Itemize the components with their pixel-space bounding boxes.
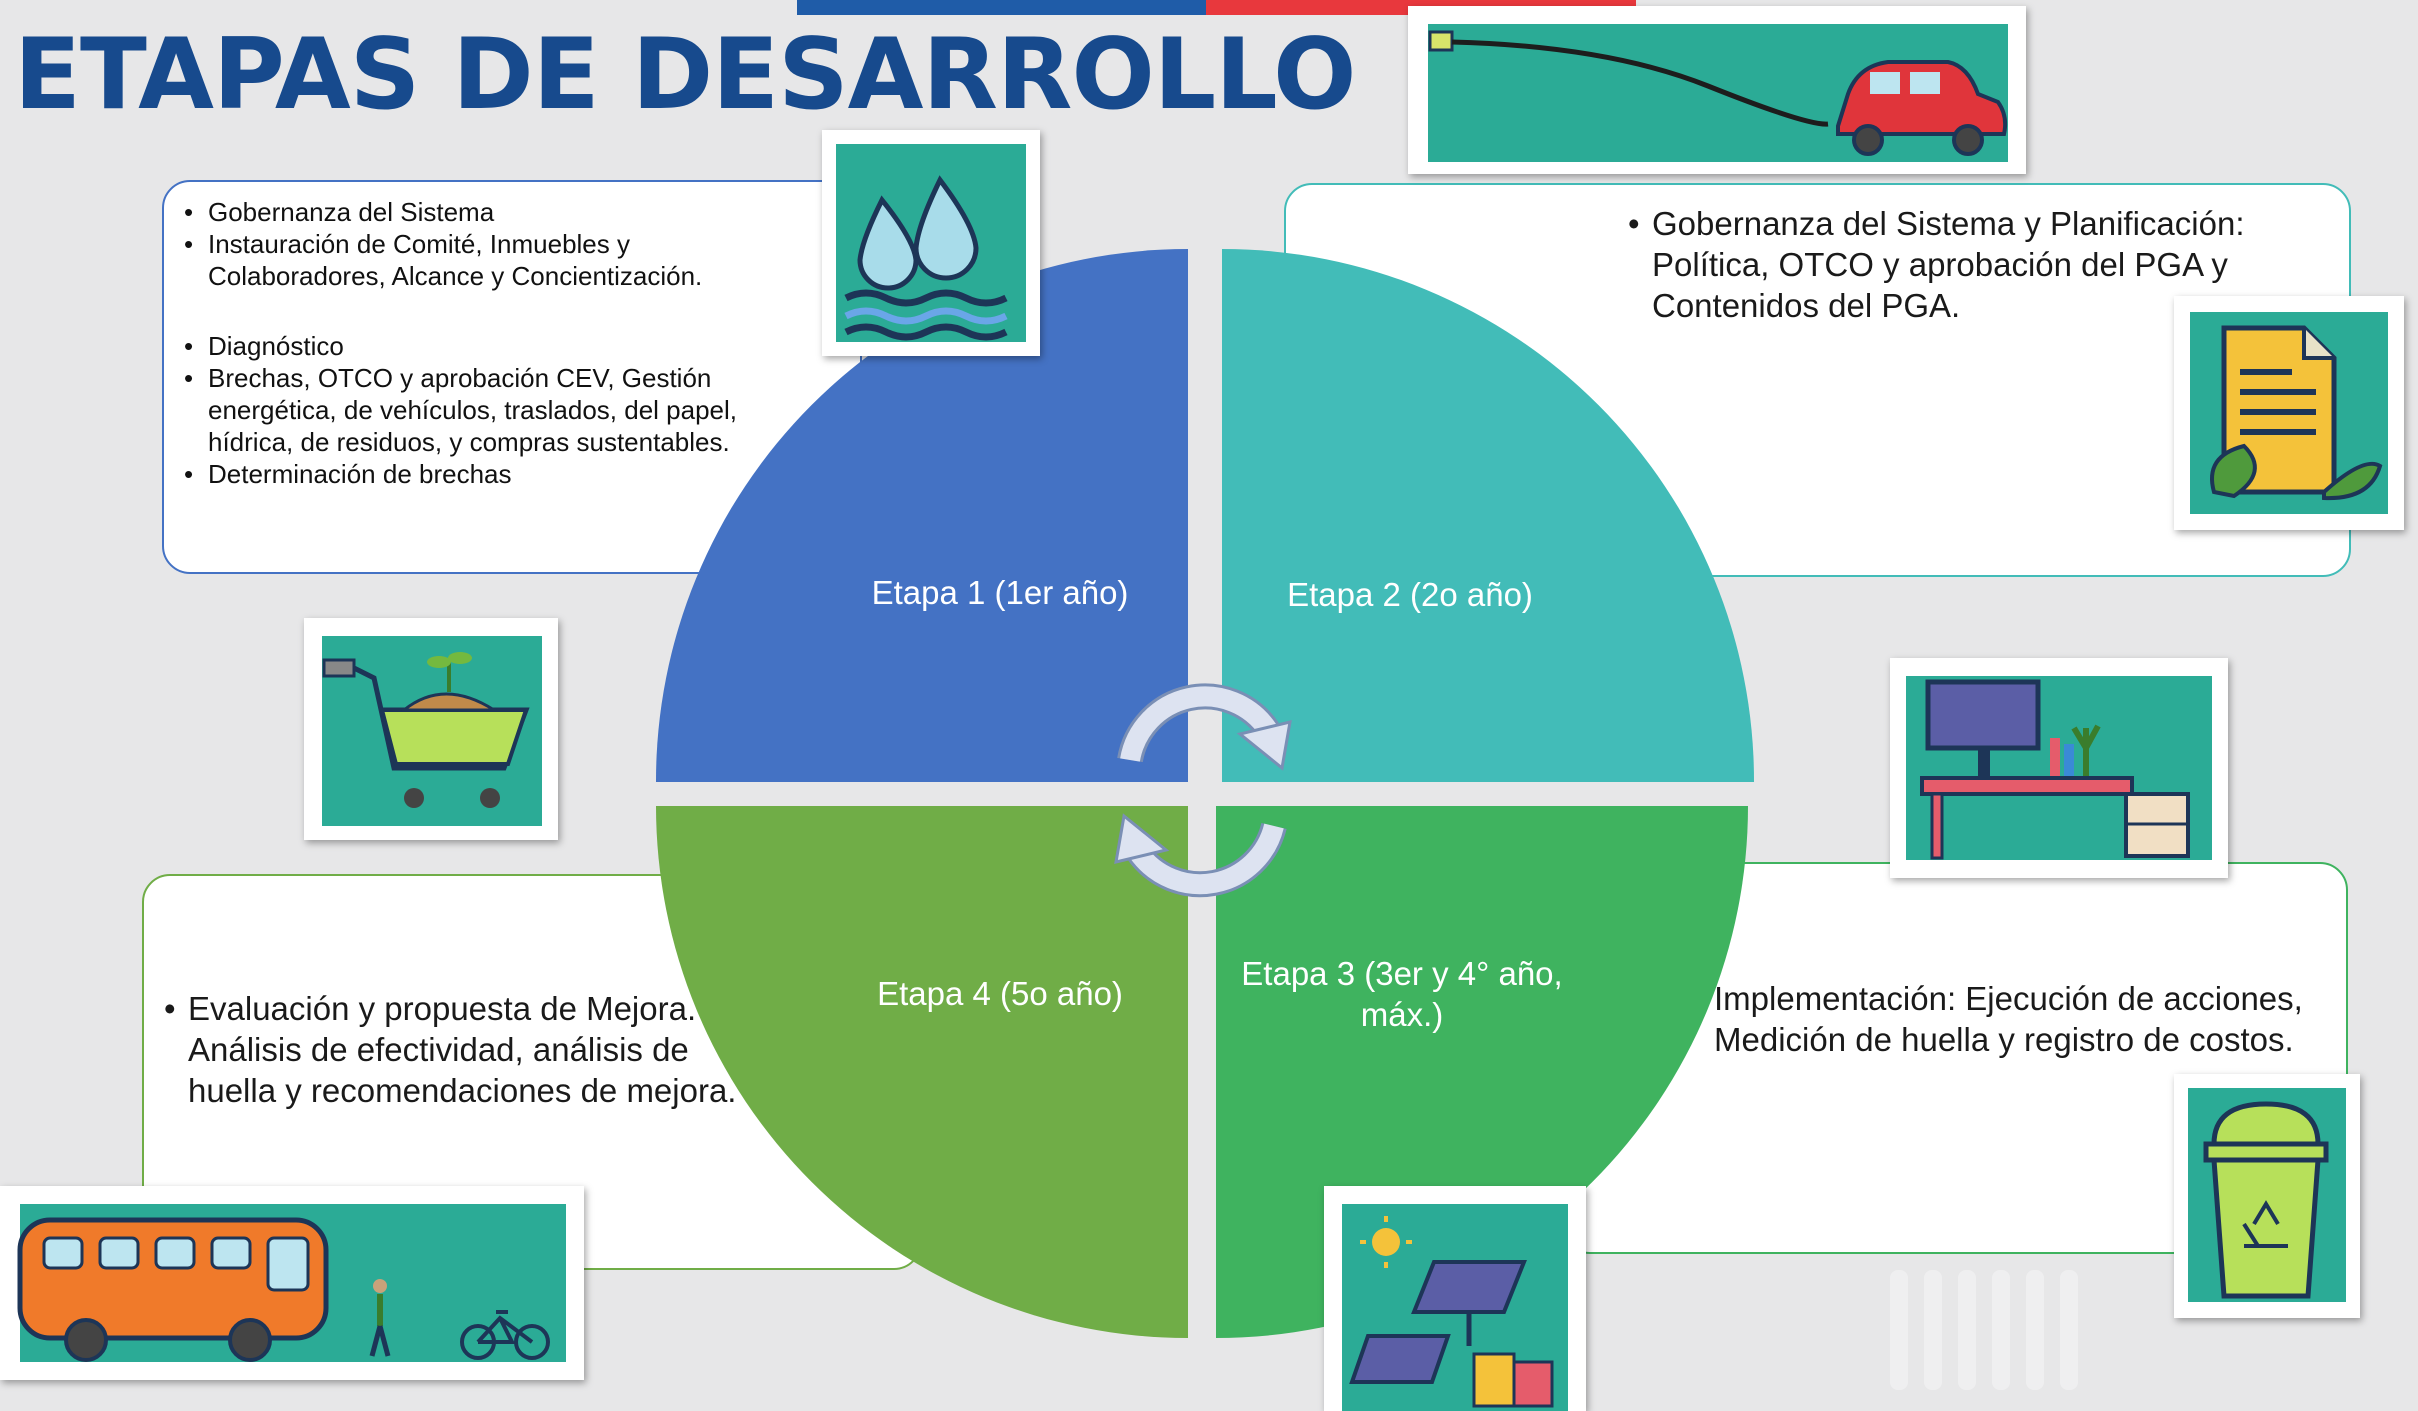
stage1-item: Instauración de Comité, Inmuebles y Cola… bbox=[180, 228, 728, 292]
stage1-item: Brechas, OTCO y aprobación CEV, Gestión … bbox=[180, 362, 768, 458]
stage1-item: Determinación de brechas bbox=[180, 458, 840, 490]
recycle-bin-icon bbox=[2188, 1088, 2346, 1302]
stage3-label: Etapa 3 (3er y 4° año, bbox=[1241, 955, 1562, 992]
page-title: ETAPAS DE DESARROLLO bbox=[14, 18, 1356, 132]
stage1-item: Diagnóstico bbox=[180, 330, 840, 362]
stage1-segment bbox=[655, 249, 1188, 782]
stage2-segment bbox=[1222, 249, 1755, 782]
stage1-item: Gobernanza del Sistema bbox=[180, 196, 840, 228]
stage1-description-box: Gobernanza del Sistema Instauración de C… bbox=[162, 180, 862, 574]
stage4-label: Etapa 4 (5o año) bbox=[877, 975, 1123, 1012]
electric-car-icon bbox=[1428, 24, 2008, 162]
stage4-item: Evaluación y propuesta de Mejora. Anális… bbox=[160, 988, 748, 1111]
water-drops-icon bbox=[836, 144, 1026, 342]
document-leaf-icon bbox=[2190, 312, 2388, 514]
shopping-cart-picture bbox=[304, 618, 558, 840]
solar-panel-picture bbox=[1324, 1186, 1586, 1411]
flag-bar-blue bbox=[797, 0, 1206, 15]
electric-car-picture bbox=[1408, 6, 2026, 174]
stage3-text-line: Implementación: Ejecución de acciones, bbox=[1714, 980, 2303, 1017]
cycle-arrow-bottom bbox=[1114, 813, 1287, 898]
water-drops-picture bbox=[822, 130, 1040, 356]
watermark-logo bbox=[1890, 1270, 2078, 1390]
stage1-label: Etapa 1 (1er año) bbox=[872, 574, 1129, 611]
bus-bicycle-picture bbox=[0, 1186, 584, 1380]
recycle-bin-picture bbox=[2174, 1074, 2360, 1318]
stage3-text-line: Medición de huella y registro de costos. bbox=[1714, 1021, 2294, 1058]
document-leaf-picture bbox=[2174, 296, 2404, 530]
desk-computer-icon bbox=[1906, 676, 2212, 860]
bus-bicycle-icon bbox=[17, 1204, 566, 1362]
solar-panel-icon bbox=[1342, 1204, 1568, 1411]
stage4-segment bbox=[656, 806, 1188, 1338]
stage2-item: Gobernanza del Sistema y Planificación: … bbox=[1624, 203, 2292, 326]
desk-computer-picture bbox=[1890, 658, 2228, 878]
shopping-cart-icon bbox=[322, 636, 542, 826]
cycle-arrow-top bbox=[1117, 683, 1292, 771]
stage2-label: Etapa 2 (2o año) bbox=[1287, 576, 1533, 613]
stage3-label-continued: máx.) bbox=[1361, 996, 1444, 1033]
